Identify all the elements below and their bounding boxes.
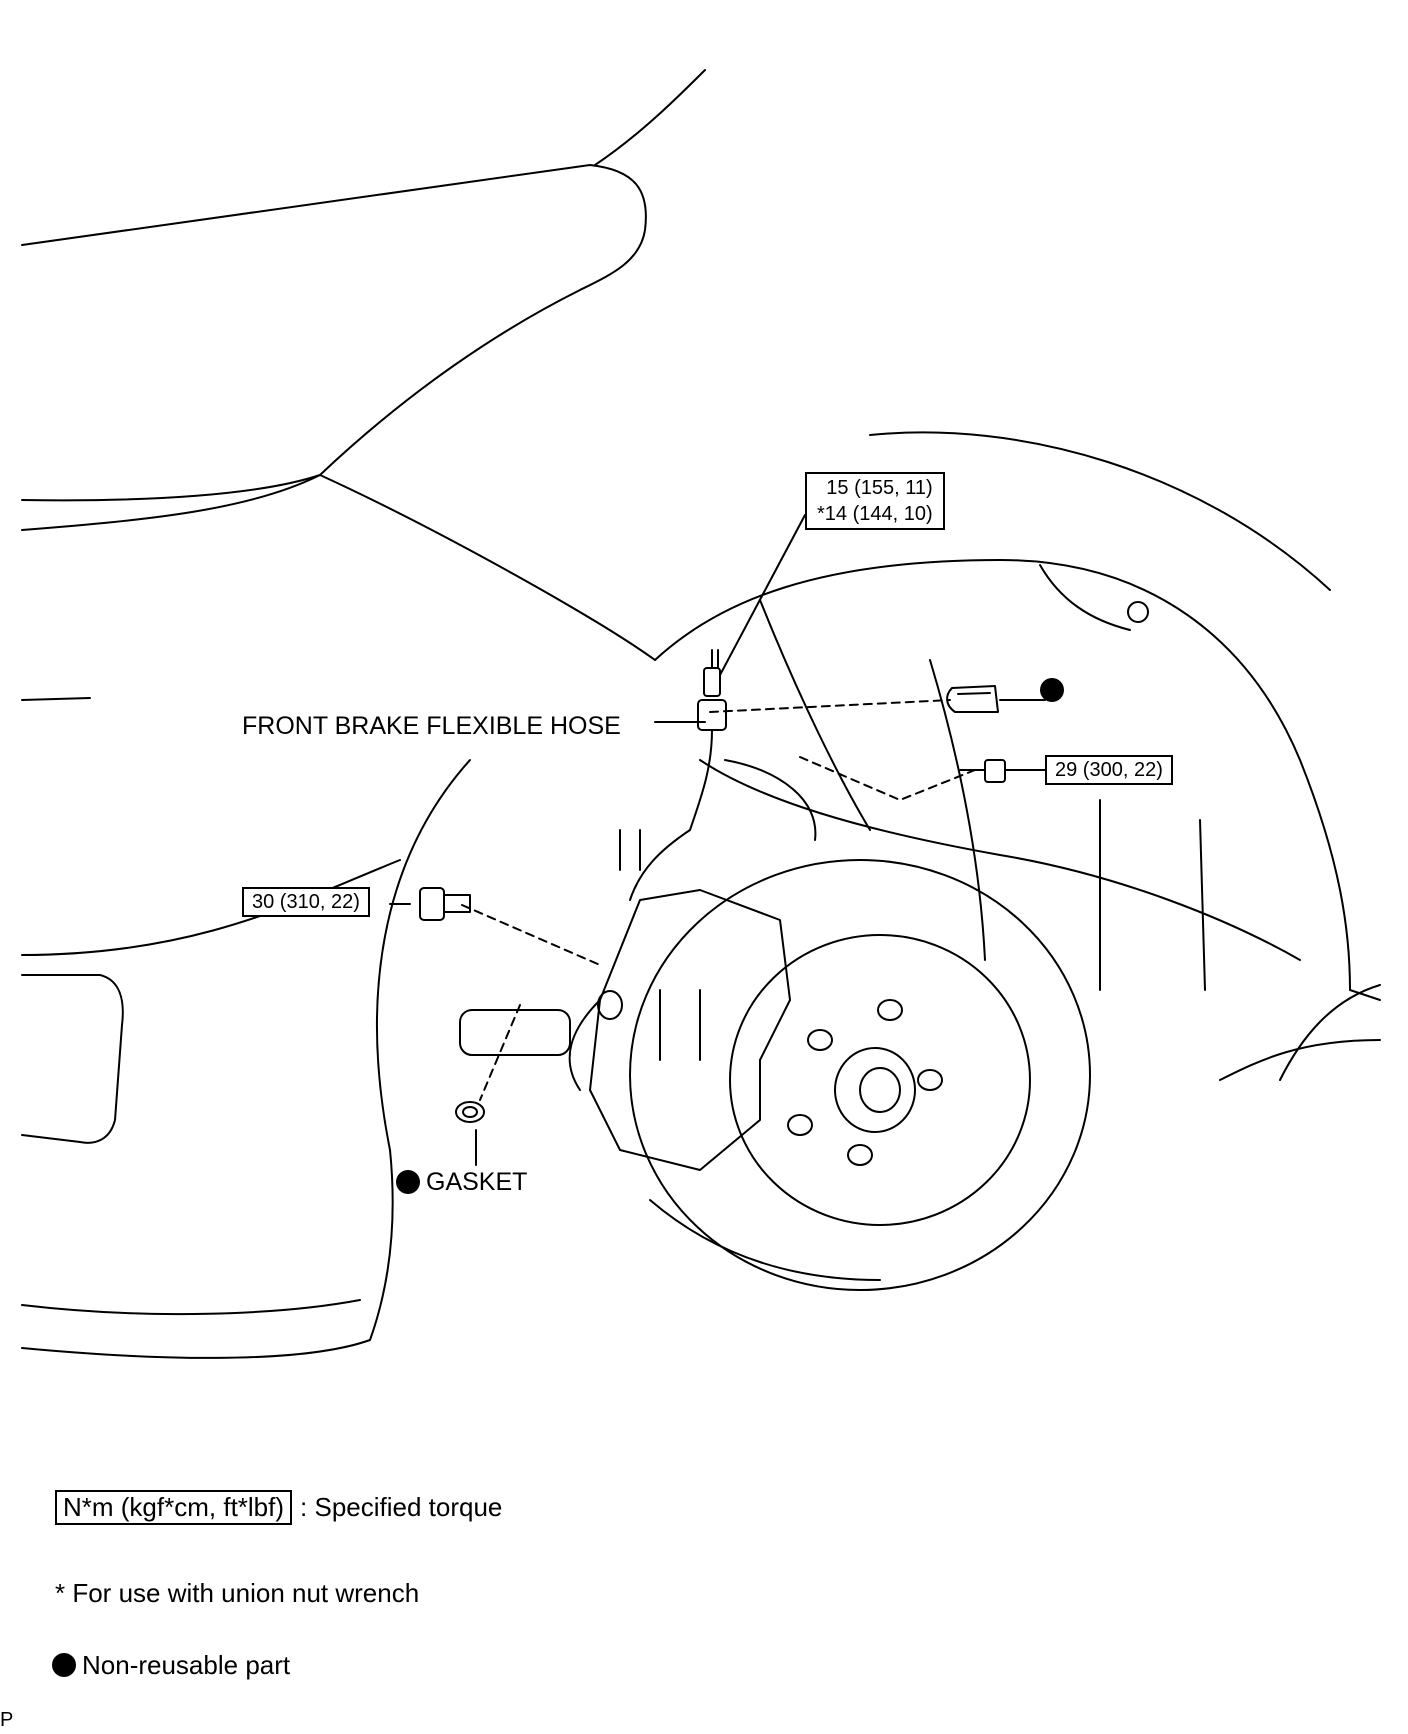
gasket-label: GASKET — [426, 1168, 528, 1196]
torque-legend-text: : Specified torque — [300, 1492, 503, 1522]
hose-label: FRONT BRAKE FLEXIBLE HOSE — [242, 712, 621, 740]
gasket-nonreusable-mark — [396, 1170, 420, 1194]
torque-legend: N*m (kgf*cm, ft*lbf): Specified torque — [55, 1490, 502, 1525]
union-bolt — [419, 887, 471, 921]
union-nut-torque-line2: 14 (144, 10) — [824, 503, 933, 525]
nonreusable-legend-dot — [52, 1653, 76, 1678]
figure-code: P — [0, 1709, 14, 1731]
hose-clip — [946, 685, 999, 713]
bracket-bolt-torque-label: 29 (300, 22) — [1045, 755, 1173, 785]
vehicle-body-outline — [21, 69, 706, 1359]
nonreusable-legend-text: Non-reusable part — [82, 1650, 291, 1680]
brake-caliper — [459, 889, 791, 1171]
leader-lines — [389, 514, 1046, 1166]
disc-rotor — [629, 859, 1091, 1291]
union-nut-torque-line1: 15 (155, 11) — [826, 477, 933, 499]
bracket-bolt — [959, 759, 1006, 783]
wheel-arch-liner — [654, 431, 1381, 1081]
clip-nonreusable-mark — [1040, 678, 1064, 702]
union-nut-torque-label: 15 (155, 11) *14 (144, 10) — [805, 472, 945, 530]
brake-hose — [619, 649, 817, 901]
union-nut-torque-line2-row: *14 (144, 10) — [817, 501, 933, 527]
nonreusable-legend: Non-reusable part — [52, 1650, 290, 1681]
union-wrench-note: * For use with union nut wrench — [55, 1578, 420, 1608]
union-wrench-asterisk: * — [817, 503, 825, 525]
gasket-part — [455, 1101, 485, 1123]
leader-dashes — [461, 699, 976, 1101]
union-bolt-torque-label: 30 (310, 22) — [242, 887, 370, 917]
torque-legend-box: N*m (kgf*cm, ft*lbf) — [55, 1490, 293, 1525]
